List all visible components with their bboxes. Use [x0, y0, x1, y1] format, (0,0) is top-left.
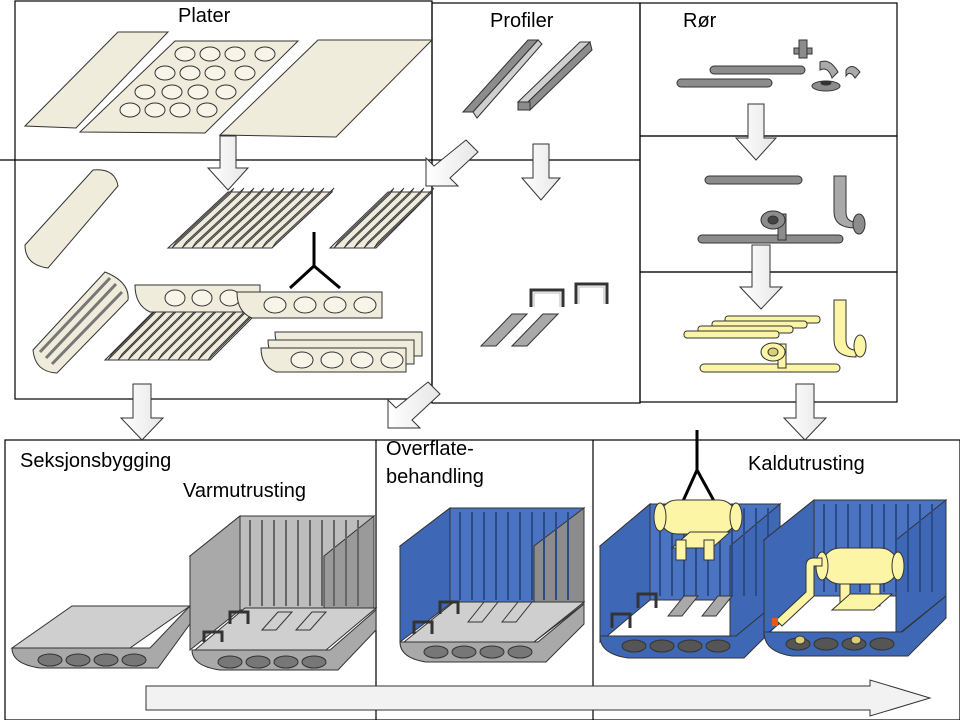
stiffened-panel-right: [328, 187, 435, 249]
stiffener-fin: [201, 187, 265, 249]
stiffener-fin: [363, 187, 425, 249]
label-plater: Plater: [178, 5, 231, 27]
label-overflate-line2: behandling: [386, 466, 484, 488]
label-profiler: Profiler: [490, 10, 554, 32]
plate-right: [218, 39, 434, 138]
curved-stiffened-plate: [32, 271, 129, 374]
stiffener-fin: [211, 187, 275, 249]
flow-arrow-icon: [734, 103, 778, 161]
label-kaldutrusting: Kaldutrusting: [748, 453, 865, 475]
section-block-outfitted: [188, 514, 378, 671]
flow-arrow-icon: [782, 383, 828, 441]
stiffener-fin: [231, 187, 295, 249]
label-ror: Rør: [683, 10, 717, 32]
flow-arrow-icon: [119, 383, 165, 441]
equipment-hanging: [653, 430, 743, 561]
stiffener-fin: [353, 187, 415, 249]
stiffener-fin: [333, 187, 395, 249]
flow-arrow-icon: [520, 143, 562, 201]
profiler-frame: [431, 2, 641, 404]
curved-plate: [24, 169, 119, 269]
stiffener-fin: [221, 187, 285, 249]
stiffener-fin: [261, 187, 325, 249]
cut-profiles: [479, 282, 609, 347]
bent-pipes-painted: [683, 299, 867, 373]
stiffener-fin: [181, 187, 245, 249]
raw-pipes: [676, 39, 861, 92]
label-overflate-line1: Overflate-: [386, 438, 474, 460]
label-varmutrusting: Varmutrusting: [183, 480, 307, 502]
bent-pipes-grey: [697, 175, 866, 244]
plate-left: [23, 31, 170, 129]
floor-plates: [134, 284, 423, 373]
stiffener-fin: [271, 187, 335, 249]
section-block-grey: [10, 604, 192, 669]
lifting-sling-icon: [288, 232, 341, 290]
flow-arrows: [119, 103, 828, 441]
profile-bars: [461, 39, 593, 119]
stiffened-panel-top: [166, 187, 335, 249]
stiffener-fin: [191, 187, 255, 249]
flow-arrow-icon: [425, 139, 479, 187]
section-block-painted: [398, 506, 586, 663]
label-seksjonsbygging: Seksjonsbygging: [20, 450, 172, 472]
flow-arrow-icon: [738, 244, 784, 310]
plate-holes: [78, 40, 300, 134]
stiffener-fin: [171, 187, 235, 249]
stiffener-fin: [241, 187, 305, 249]
raw-plates: [23, 31, 434, 138]
stiffener-fin: [343, 187, 405, 249]
flow-arrow-icon: [387, 381, 441, 429]
section-block-cold-outfit-2: [762, 498, 948, 657]
flow-arrow-icon: [206, 135, 250, 191]
stiffener-fin: [373, 187, 435, 249]
stiffener-fin: [251, 187, 315, 249]
bottom-frame: [4, 439, 960, 720]
progress-arrow-icon: [145, 679, 932, 717]
